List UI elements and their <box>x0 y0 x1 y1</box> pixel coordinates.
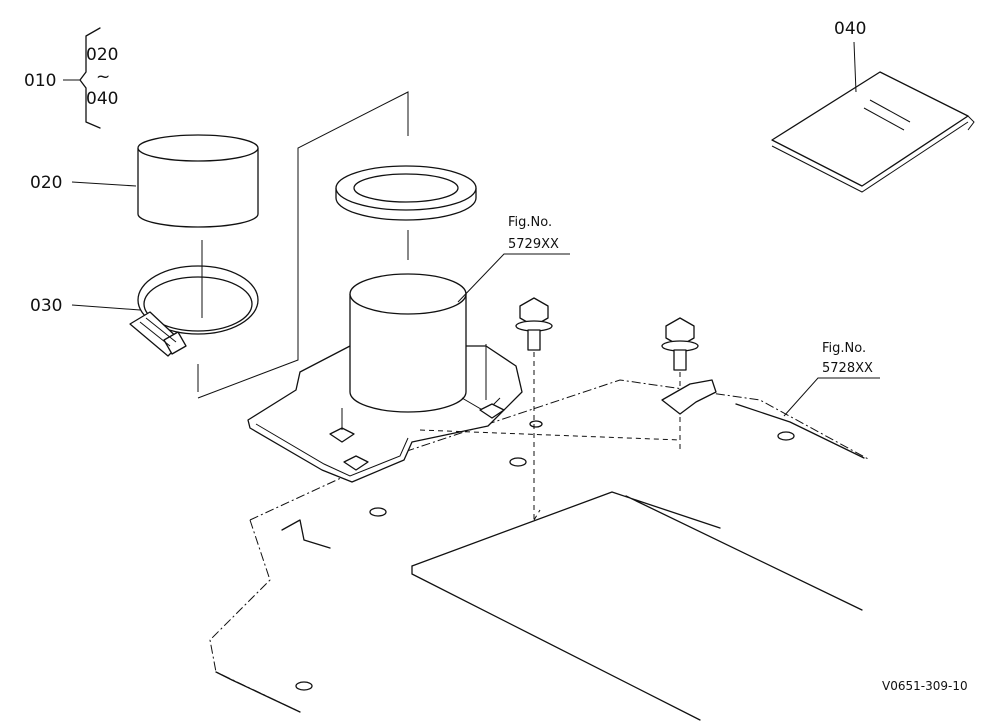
callout-040-label: 040 <box>834 19 866 39</box>
set-bracket <box>79 27 101 129</box>
drawing-code: V0651-309-10 <box>882 679 968 693</box>
duct-cylinder-top <box>349 273 467 315</box>
callout-040-leader <box>853 41 857 93</box>
plate-opening <box>411 491 863 611</box>
ring-inner <box>353 173 459 203</box>
callout-010-label: 010 <box>24 71 56 91</box>
duct-nut-1 <box>329 427 355 443</box>
plate-left-edge <box>209 519 301 713</box>
manual-cover <box>771 71 969 187</box>
cap-top <box>137 134 259 162</box>
clamp-band-outer <box>137 265 259 335</box>
range-sep-label: ~ <box>96 67 110 87</box>
plate-back-edge <box>249 379 871 521</box>
fig-ref-1-code: 5729XX <box>508 237 559 252</box>
manual-title-lines <box>863 99 911 131</box>
plate-right-edge <box>735 403 865 459</box>
range-end-label: 040 <box>86 89 118 109</box>
set-callout-010: 010 020 ~ 040 <box>24 27 118 129</box>
bolt-1 <box>515 297 553 520</box>
plate-front-edge <box>215 671 301 713</box>
fig-ref-2-leader <box>783 377 880 417</box>
clamp-part-030: 030 <box>30 265 259 357</box>
plate-hole-4 <box>295 681 313 691</box>
plate-tab <box>661 379 717 415</box>
alignment-lines <box>419 429 681 521</box>
callout-020-leader <box>71 181 137 187</box>
plate-opening-front <box>411 565 701 721</box>
duct-base-edge <box>255 423 409 477</box>
plate-hole-2 <box>509 457 527 467</box>
plate-hole-1 <box>369 507 387 517</box>
bolt-1-shank <box>527 329 541 351</box>
callout-030-label: 030 <box>30 296 62 316</box>
gasket-ring <box>335 165 477 221</box>
plate-hole-3 <box>777 431 795 441</box>
range-start-label: 020 <box>86 45 118 65</box>
clamp-housing-detail <box>139 317 177 347</box>
bolt-2-head <box>665 317 695 347</box>
assembly-line <box>197 91 409 399</box>
plate-notch <box>281 519 331 549</box>
top-plate <box>209 379 871 721</box>
callout-020-label: 020 <box>30 173 62 193</box>
callout-030-leader <box>71 304 141 311</box>
duct-assembly <box>247 273 523 483</box>
cap-body <box>137 148 259 228</box>
bolt-1-head <box>519 297 549 327</box>
ref-5728xx: Fig.No. 5728XX <box>783 341 880 417</box>
manual-corner <box>967 115 975 131</box>
cap-part-020: 020 <box>30 134 259 228</box>
manual-part-040: 040 <box>771 19 975 193</box>
bolt-2 <box>419 317 717 521</box>
fig-ref-1-label: Fig.No. <box>508 215 552 230</box>
clamp-screw <box>163 331 187 355</box>
duct-nut-2 <box>343 455 369 471</box>
fig-ref-1-leader <box>457 253 570 303</box>
fig-ref-2-code: 5728XX <box>822 361 873 376</box>
duct-cylinder <box>349 294 467 413</box>
fig-ref-2-label: Fig.No. <box>822 341 866 356</box>
manual-pages <box>771 121 969 193</box>
ref-5729xx: Fig.No. 5729XX <box>457 215 570 303</box>
duct-nut-3 <box>479 403 505 419</box>
bolt-2-shank <box>673 349 687 371</box>
bolt-1-hole <box>529 420 543 428</box>
clamp-band-inner <box>143 276 253 332</box>
